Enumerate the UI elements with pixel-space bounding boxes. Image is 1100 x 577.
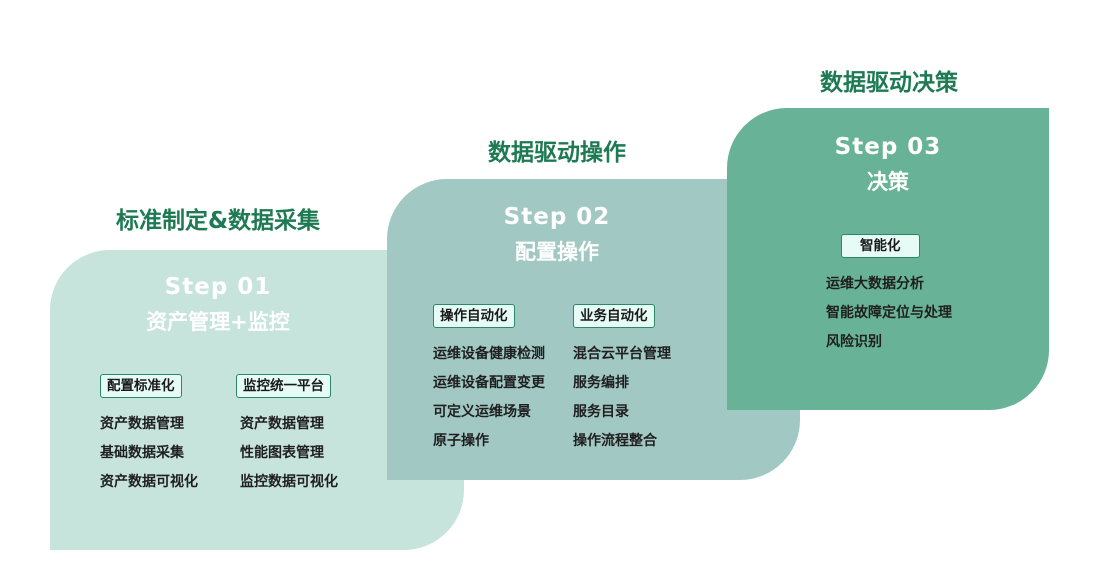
group-list: 运维大数据分析 智能故障定位与处理 风险识别: [826, 270, 952, 357]
list-item: 智能故障定位与处理: [826, 305, 952, 321]
list-item: 可定义运维场景: [433, 404, 531, 420]
list-item: 性能图表管理: [240, 445, 324, 461]
list-item: 原子操作: [433, 433, 489, 449]
list-item: 服务目录: [573, 404, 629, 420]
list-item: 运维设备配置变更: [433, 375, 545, 391]
list-item: 资产数据管理: [240, 416, 324, 432]
group-list: 资产数据管理 性能图表管理 监控数据可视化: [240, 410, 338, 497]
list-item: 服务编排: [573, 375, 629, 391]
step-number: Step 02: [503, 204, 611, 230]
group-tag: 配置标准化: [100, 374, 182, 398]
step-number: Step 01: [164, 274, 272, 300]
stage-2-title: 数据驱动操作: [488, 140, 626, 166]
list-item: 运维设备健康检测: [433, 346, 545, 362]
list-item: 基础数据采集: [100, 445, 184, 461]
list-item: 操作流程整合: [573, 433, 657, 449]
step-03-card: Step 03 决策 智能化 运维大数据分析 智能故障定位与处理 风险识别: [727, 108, 1049, 410]
list-item: 监控数据可视化: [240, 474, 338, 490]
list-item: 资产数据可视化: [100, 474, 198, 490]
group-list: 运维设备健康检测 运维设备配置变更 可定义运维场景 原子操作: [433, 340, 545, 456]
stage-1-title: 标准制定&数据采集: [115, 208, 321, 234]
list-item: 混合云平台管理: [573, 346, 671, 362]
step-02-heading: Step 02 配置操作: [387, 200, 727, 270]
group-tag: 智能化: [841, 234, 920, 258]
step-number: Step 03: [834, 134, 942, 160]
step-name: 决策: [867, 170, 909, 194]
group-tag: 监控统一平台: [236, 374, 331, 398]
step-name: 资产管理+监控: [146, 310, 290, 334]
step-03-heading: Step 03 决策: [727, 130, 1049, 200]
group-list: 资产数据管理 基础数据采集 资产数据可视化: [100, 410, 198, 497]
group-tag: 业务自动化: [573, 304, 655, 328]
list-item: 资产数据管理: [100, 416, 184, 432]
step-name: 配置操作: [515, 240, 599, 264]
group-tag: 操作自动化: [433, 304, 515, 328]
group-list: 混合云平台管理 服务编排 服务目录 操作流程整合: [573, 340, 671, 456]
list-item: 运维大数据分析: [826, 276, 924, 292]
step-01-heading: Step 01 资产管理+监控: [50, 270, 386, 340]
list-item: 风险识别: [826, 334, 882, 350]
stage-3-title: 数据驱动决策: [820, 70, 958, 96]
